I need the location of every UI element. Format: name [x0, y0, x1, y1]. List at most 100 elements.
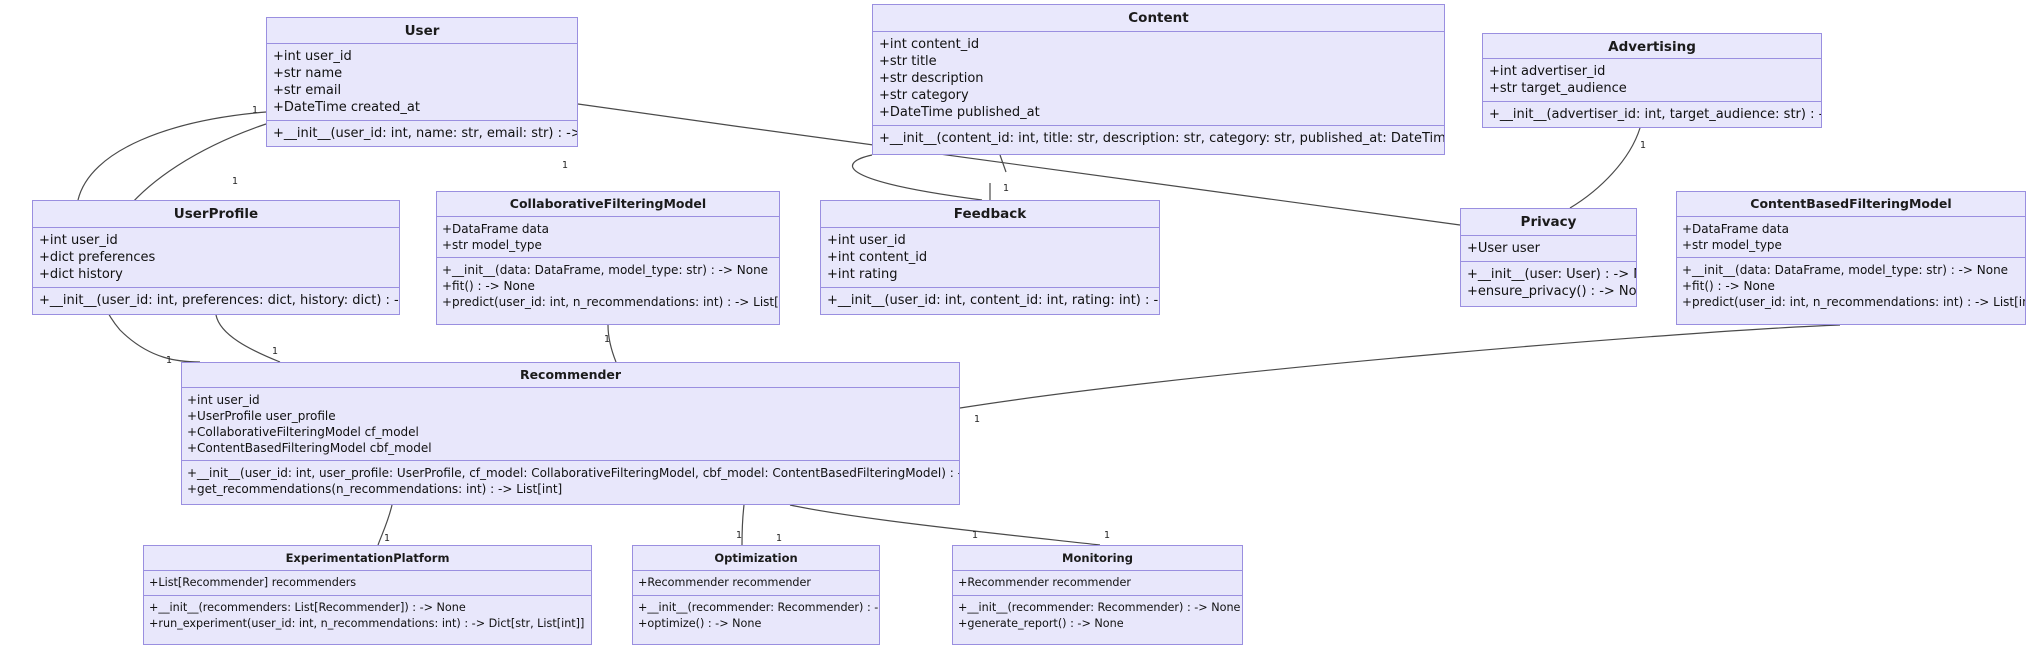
- multiplicity-label: 1: [974, 414, 981, 425]
- attribute-row: +ContentBasedFilteringModel cbf_model: [187, 441, 432, 455]
- multiplicity-label: 1: [604, 334, 611, 345]
- class-methods-content: +__init__(content_id: int, title: str, d…: [873, 126, 1444, 151]
- method-row: +__init__(advertiser_id: int, target_aud…: [1489, 107, 1821, 122]
- edge-advertising-privacy: [1569, 127, 1641, 209]
- class-methods-monitoring: +__init__(recommender: Recommender) : ->…: [953, 596, 1242, 636]
- attribute-row: +List[Recommender] recommenders: [149, 576, 357, 589]
- attribute-row: +str model_type: [1682, 238, 1782, 252]
- attribute-row: +int user_id: [187, 393, 260, 407]
- multiplicity-label: 1: [1104, 530, 1111, 541]
- class-box-monitoring[interactable]: Monitoring +Recommender recommender +__i…: [952, 545, 1243, 645]
- attribute-row: +CollaborativeFilteringModel cf_model: [187, 425, 419, 439]
- class-attributes-content: +int content_id +str title +str descript…: [873, 32, 1444, 126]
- attribute-row: +int advertiser_id: [1489, 64, 1606, 79]
- multiplicity-label: 1: [1003, 183, 1010, 194]
- attribute-row: +DateTime created_at: [273, 100, 420, 115]
- attribute-row: +Recommender recommender: [638, 576, 812, 589]
- attribute-row: +str name: [273, 66, 343, 81]
- multiplicity-label: 1: [562, 160, 569, 171]
- attribute-row: +int content_id: [879, 37, 980, 52]
- method-row: +__init__(user_id: int, preferences: dic…: [39, 293, 399, 308]
- class-title-contentbasedfilteringmodel: ContentBasedFilteringModel: [1677, 192, 2025, 217]
- attribute-row: +str target_audience: [1489, 81, 1627, 96]
- attribute-row: +int user_id: [273, 49, 352, 64]
- attribute-row: +int content_id: [827, 250, 928, 265]
- attribute-row: +dict history: [39, 267, 123, 282]
- multiplicity-label: 1: [1640, 140, 1647, 151]
- class-title-content: Content: [873, 5, 1444, 32]
- attribute-row: +int rating: [827, 267, 898, 282]
- class-box-content[interactable]: Content +int content_id +str title +str …: [872, 4, 1445, 155]
- class-methods-feedback: +__init__(user_id: int, content_id: int,…: [821, 288, 1159, 313]
- class-methods-privacy: +__init__(user: User) : -> None +ensure_…: [1461, 262, 1636, 304]
- method-row: +get_recommendations(n_recommendations: …: [187, 482, 563, 496]
- class-box-optimization[interactable]: Optimization +Recommender recommender +_…: [632, 545, 880, 645]
- class-box-contentbasedfilteringmodel[interactable]: ContentBasedFilteringModel +DataFrame da…: [1676, 191, 2026, 325]
- method-row: +__init__(user_id: int, content_id: int,…: [827, 293, 1159, 308]
- method-row: +fit() : -> None: [442, 279, 535, 293]
- edge-recommender-optimization: [741, 504, 745, 546]
- attribute-row: +str category: [879, 88, 969, 103]
- multiplicity-label: 1: [232, 176, 239, 187]
- class-methods-recommender: +__init__(user_id: int, user_profile: Us…: [182, 461, 959, 501]
- class-box-userprofile[interactable]: UserProfile +int user_id +dict preferenc…: [32, 200, 400, 315]
- method-row: +__init__(user_id: int, name: str, email…: [273, 126, 577, 141]
- multiplicity-label: 1: [972, 530, 979, 541]
- class-attributes-privacy: +User user: [1461, 236, 1636, 262]
- method-row: +predict(user_id: int, n_recommendations…: [1682, 295, 2025, 309]
- class-methods-user: +__init__(user_id: int, name: str, email…: [267, 121, 577, 146]
- class-attributes-experimentationplatform: +List[Recommender] recommenders: [144, 571, 591, 596]
- class-methods-userprofile: +__init__(user_id: int, preferences: dic…: [33, 288, 399, 313]
- edge-userprofile-recommender: [215, 314, 281, 363]
- attribute-row: +Recommender recommender: [958, 576, 1132, 589]
- class-box-recommender[interactable]: Recommender +int user_id +UserProfile us…: [181, 362, 960, 505]
- method-row: +__init__(user: User) : -> None: [1467, 267, 1636, 282]
- attribute-row: +str model_type: [442, 238, 542, 252]
- class-attributes-advertising: +int advertiser_id +str target_audience: [1483, 59, 1821, 102]
- class-box-experimentationplatform[interactable]: ExperimentationPlatform +List[Recommende…: [143, 545, 592, 645]
- class-attributes-feedback: +int user_id +int content_id +int rating: [821, 228, 1159, 288]
- method-row: +ensure_privacy() : -> None: [1467, 284, 1636, 299]
- class-title-advertising: Advertising: [1483, 34, 1821, 59]
- class-title-optimization: Optimization: [633, 546, 879, 571]
- attribute-row: +dict preferences: [39, 250, 156, 265]
- class-attributes-monitoring: +Recommender recommender: [953, 571, 1242, 596]
- class-box-feedback[interactable]: Feedback +int user_id +int content_id +i…: [820, 200, 1160, 315]
- attribute-row: +str email: [273, 83, 342, 98]
- method-row: +optimize() : -> None: [638, 617, 762, 630]
- multiplicity-label: 1: [736, 530, 743, 541]
- class-box-user[interactable]: User +int user_id +str name +str email +…: [266, 17, 578, 147]
- class-title-experimentationplatform: ExperimentationPlatform: [144, 546, 591, 571]
- class-methods-contentbasedfilteringmodel: +__init__(data: DataFrame, model_type: s…: [1677, 258, 2025, 314]
- class-methods-experimentationplatform: +__init__(recommenders: List[Recommender…: [144, 596, 591, 636]
- class-methods-optimization: +__init__(recommender: Recommender) : ->…: [633, 596, 879, 636]
- class-box-advertising[interactable]: Advertising +int advertiser_id +str targ…: [1482, 33, 1822, 128]
- edge-content-feedback: [851, 154, 983, 201]
- edge-content-branch: [999, 154, 1007, 173]
- class-title-user: User: [267, 18, 577, 44]
- class-box-privacy[interactable]: Privacy +User user +__init__(user: User)…: [1460, 208, 1637, 307]
- method-row: +predict(user_id: int, n_recommendations…: [442, 295, 779, 309]
- method-row: +run_experiment(user_id: int, n_recommen…: [149, 617, 585, 630]
- method-row: +__init__(user_id: int, user_profile: Us…: [187, 466, 959, 480]
- class-attributes-userprofile: +int user_id +dict preferences +dict his…: [33, 228, 399, 288]
- edge-recommender-monitoring: [789, 504, 1101, 546]
- class-attributes-contentbasedfilteringmodel: +DataFrame data +str model_type: [1677, 217, 2025, 258]
- method-row: +generate_report() : -> None: [958, 617, 1124, 630]
- attribute-row: +str description: [879, 71, 984, 86]
- attribute-row: +UserProfile user_profile: [187, 409, 336, 423]
- method-row: +__init__(data: DataFrame, model_type: s…: [442, 263, 769, 277]
- class-title-privacy: Privacy: [1461, 209, 1636, 236]
- multiplicity-label: 1: [384, 533, 391, 544]
- class-title-userprofile: UserProfile: [33, 201, 399, 228]
- class-attributes-collaborativefilteringmodel: +DataFrame data +str model_type: [437, 217, 779, 258]
- attribute-row: +str title: [879, 54, 937, 69]
- class-title-recommender: Recommender: [182, 363, 959, 388]
- attribute-row: +DataFrame data: [442, 222, 549, 236]
- class-box-collaborativefilteringmodel[interactable]: CollaborativeFilteringModel +DataFrame d…: [436, 191, 780, 325]
- method-row: +fit() : -> None: [1682, 279, 1775, 293]
- attribute-row: +int user_id: [39, 233, 118, 248]
- class-title-feedback: Feedback: [821, 201, 1159, 228]
- class-attributes-optimization: +Recommender recommender: [633, 571, 879, 596]
